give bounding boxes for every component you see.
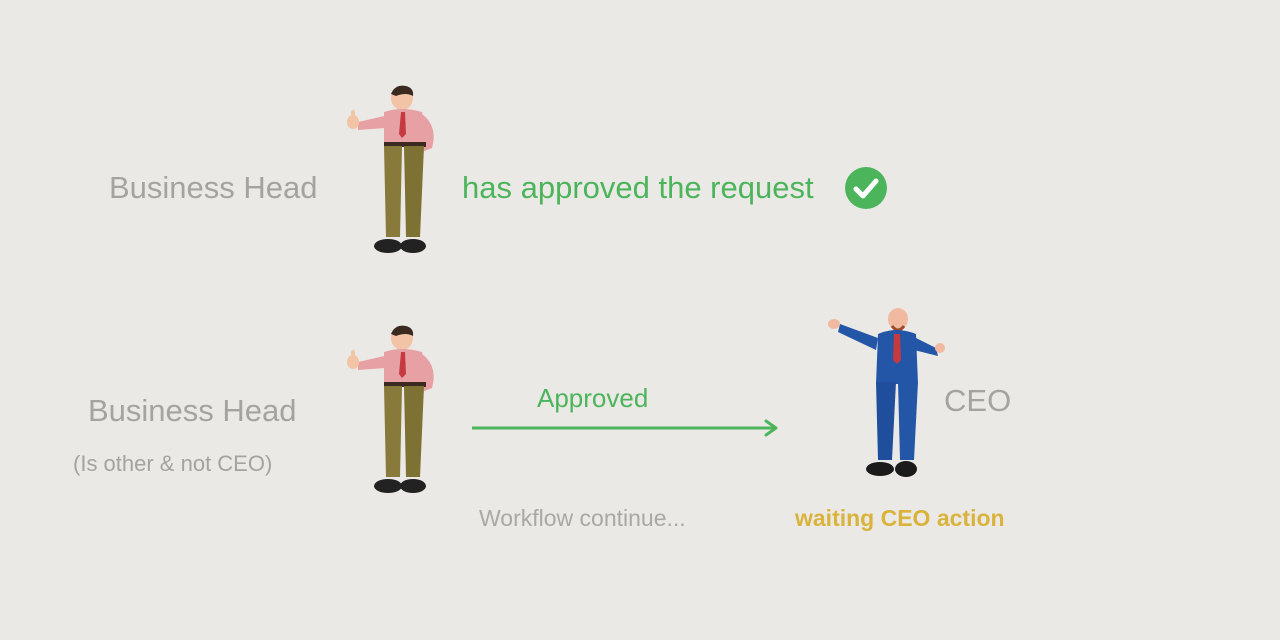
- ceo-waiting-status: waiting CEO action: [795, 505, 1005, 531]
- approved-arrow-label: Approved: [537, 383, 649, 413]
- check-circle-icon: [845, 167, 887, 209]
- business-head-figure-2: [347, 325, 434, 493]
- business-head-figure-1: [347, 85, 434, 253]
- row1-role-label: Business Head: [109, 170, 318, 205]
- row1-approval-status: has approved the request: [462, 170, 814, 205]
- approved-arrow: [472, 419, 778, 437]
- row2-role-note: (Is other & not CEO): [73, 451, 273, 476]
- ceo-label: CEO: [944, 383, 1012, 418]
- ceo-figure: [828, 308, 945, 477]
- row2-role-label: Business Head: [88, 393, 297, 428]
- workflow-note: Workflow continue...: [479, 505, 686, 531]
